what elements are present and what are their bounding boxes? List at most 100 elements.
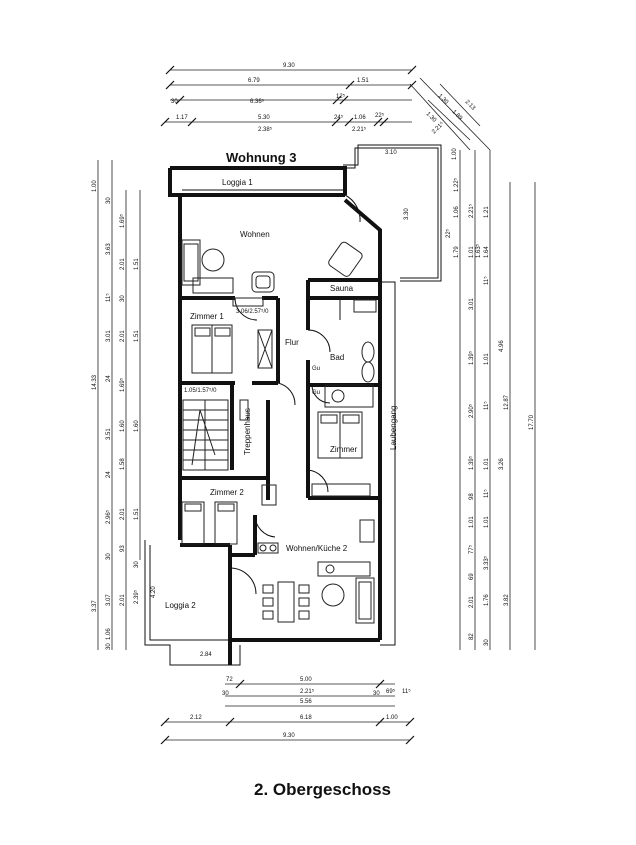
pillow-icon-4 bbox=[342, 414, 360, 424]
svg-text:3.82: 3.82 bbox=[504, 594, 510, 606]
svg-text:1.51: 1.51 bbox=[134, 258, 140, 270]
svg-text:1.51: 1.51 bbox=[134, 508, 140, 520]
dim-diag-c: 1.89 bbox=[451, 109, 464, 122]
svg-text:1.63⁵: 1.63⁵ bbox=[475, 243, 482, 258]
room-loggia2: Loggia 2 bbox=[165, 601, 196, 610]
dim-top-g: 5.30 bbox=[258, 115, 270, 121]
svg-text:30: 30 bbox=[373, 691, 380, 697]
svg-text:24: 24 bbox=[106, 471, 112, 478]
svg-text:3.37: 3.37 bbox=[92, 600, 98, 612]
svg-text:11⁵: 11⁵ bbox=[105, 293, 112, 302]
svg-text:11⁵: 11⁵ bbox=[483, 489, 490, 498]
dim-top-e: 12⁵ bbox=[336, 93, 346, 100]
room-treppenhaus: Treppenhaus bbox=[243, 408, 252, 455]
svg-text:3.51: 3.51 bbox=[106, 428, 112, 440]
dim-top-f: 1.17 bbox=[176, 115, 188, 121]
dim-top-total: 9.30 bbox=[283, 63, 295, 69]
svg-text:69⁵: 69⁵ bbox=[386, 688, 396, 695]
svg-text:3.33⁵: 3.33⁵ bbox=[483, 555, 490, 570]
room-wohnen: Wohnen bbox=[240, 230, 270, 239]
svg-text:1.69⁵: 1.69⁵ bbox=[119, 213, 126, 228]
room-wohnkueche2: Wohnen/Küche 2 bbox=[286, 544, 348, 553]
dim-top-c: 30 bbox=[171, 99, 178, 105]
outer-walls bbox=[144, 166, 396, 666]
kitchenette-icon bbox=[232, 297, 264, 307]
svg-text:1.01: 1.01 bbox=[469, 516, 475, 528]
dim-loggia2-width: 2.84 bbox=[200, 652, 212, 658]
room-zimmer1: Zimmer 1 bbox=[190, 312, 224, 321]
svg-text:4.96: 4.96 bbox=[499, 340, 505, 352]
bottom-dimensions: 2.84 72 5.00 30 2.21⁵ 30 69⁵ 11⁵ 5.56 2.… bbox=[160, 652, 415, 745]
sofa-cushion-2 bbox=[358, 581, 372, 620]
svg-text:24: 24 bbox=[106, 375, 112, 382]
svg-text:98: 98 bbox=[469, 493, 475, 500]
svg-text:30: 30 bbox=[120, 295, 126, 302]
svg-text:2.01: 2.01 bbox=[120, 330, 126, 342]
svg-text:4.20: 4.20 bbox=[151, 586, 157, 598]
svg-text:3.07: 3.07 bbox=[106, 594, 112, 606]
pillow-icon-6 bbox=[217, 503, 235, 512]
right-dimensions: 1.22⁵ 1.06 2.21⁵ 1.21 22⁵ 1.79 1.01 1.63… bbox=[445, 150, 536, 650]
bath-note-a: Gu bbox=[312, 366, 320, 372]
svg-text:77⁵: 77⁵ bbox=[468, 544, 475, 554]
room-flur: Flur bbox=[285, 338, 299, 347]
svg-text:1.60: 1.60 bbox=[134, 420, 140, 432]
wardrobe-icon-2 bbox=[261, 484, 277, 506]
svg-text:2.01: 2.01 bbox=[120, 594, 126, 606]
shaft-icon bbox=[239, 399, 249, 421]
svg-text:9.30: 9.30 bbox=[283, 733, 295, 739]
svg-text:17.70: 17.70 bbox=[529, 414, 535, 430]
dim-top-l: 2.21⁵ bbox=[352, 126, 367, 133]
svg-text:1.64: 1.64 bbox=[484, 246, 490, 258]
single-bed-icon-1 bbox=[181, 501, 205, 545]
round-table-icon-2 bbox=[321, 583, 345, 607]
svg-text:5.56: 5.56 bbox=[300, 699, 312, 705]
pillow-left-icon bbox=[194, 327, 211, 337]
sideboard-icon bbox=[192, 277, 234, 294]
svg-text:1.60: 1.60 bbox=[120, 420, 126, 432]
svg-text:11⁵: 11⁵ bbox=[483, 401, 490, 410]
svg-text:1.01: 1.01 bbox=[469, 246, 475, 258]
sofa-icon bbox=[181, 239, 201, 286]
kitchen-counter-icon bbox=[317, 561, 371, 577]
bedroom-middle: Zimmer bbox=[311, 411, 371, 497]
sauna-bench-icon bbox=[353, 299, 377, 313]
stair-note: 1.05/1.57⁵/0 bbox=[184, 387, 217, 394]
svg-text:3.63: 3.63 bbox=[106, 243, 112, 255]
sofa-icon-2 bbox=[355, 577, 375, 624]
svg-text:1.58: 1.58 bbox=[120, 458, 126, 470]
svg-text:3.01: 3.01 bbox=[469, 298, 475, 310]
kitchen-note: 3.06/2.57⁵/0 bbox=[236, 308, 269, 315]
svg-text:1.39⁵: 1.39⁵ bbox=[468, 350, 475, 365]
svg-text:1.01: 1.01 bbox=[484, 458, 490, 470]
svg-text:2.01: 2.01 bbox=[120, 258, 126, 270]
svg-text:2.39⁵: 2.39⁵ bbox=[133, 589, 140, 604]
armchair-icon-2 bbox=[328, 241, 363, 277]
room-laubengang: Laubengang bbox=[389, 406, 398, 451]
chair-icon-1 bbox=[262, 584, 274, 594]
chair-icon-2 bbox=[262, 597, 274, 607]
pillow-icon-5 bbox=[184, 503, 202, 512]
chair-icon-3 bbox=[262, 610, 274, 620]
svg-text:11⁵: 11⁵ bbox=[402, 688, 411, 695]
svg-text:1.76: 1.76 bbox=[484, 594, 490, 606]
svg-text:1.06: 1.06 bbox=[454, 206, 460, 218]
door-swings bbox=[229, 194, 361, 595]
terrace-outline: 3.10 3.30 bbox=[343, 144, 442, 282]
chair-icon-5 bbox=[298, 597, 310, 607]
single-bed-icon-2 bbox=[214, 501, 238, 545]
svg-text:2.90⁵: 2.90⁵ bbox=[468, 403, 475, 418]
svg-text:2.12: 2.12 bbox=[190, 715, 202, 721]
dim-diag-f: 1.00 bbox=[452, 148, 458, 160]
chair-icon-4 bbox=[298, 584, 310, 594]
bedroom-1: Zimmer 1 Flur bbox=[190, 312, 299, 374]
svg-text:30: 30 bbox=[106, 553, 112, 560]
svg-text:2.96⁵: 2.96⁵ bbox=[105, 509, 112, 524]
svg-text:22⁵: 22⁵ bbox=[445, 228, 452, 238]
sink-icon bbox=[325, 564, 335, 574]
staircase: 1.05/1.57⁵/0 Treppenhaus bbox=[182, 387, 252, 471]
svg-text:30: 30 bbox=[484, 639, 490, 646]
dim-top-i: 1.06 bbox=[354, 115, 366, 121]
room-loggia1: Loggia 1 bbox=[222, 178, 253, 187]
chair-icon-6 bbox=[298, 610, 310, 620]
